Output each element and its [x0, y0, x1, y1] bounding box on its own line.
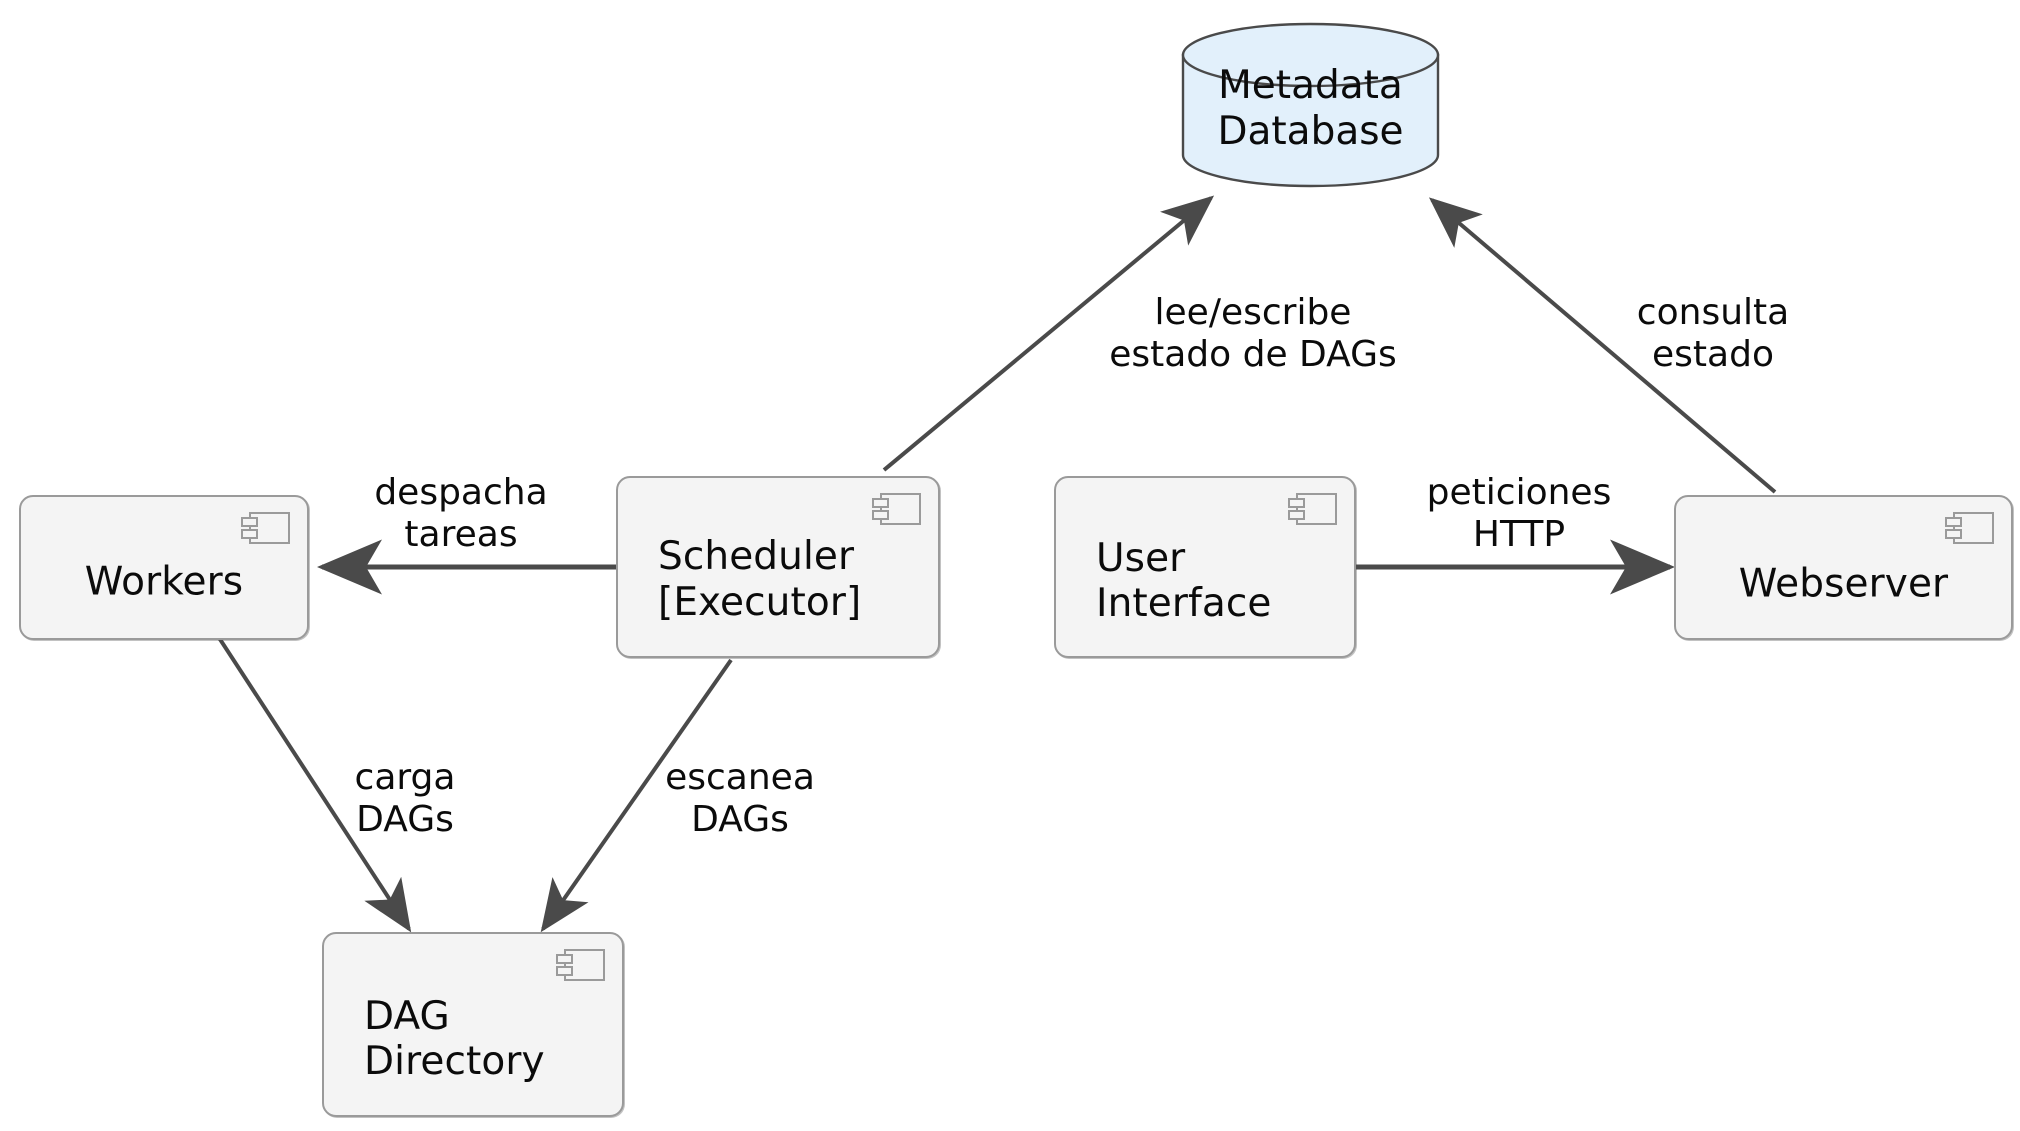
- edge-scheduler-to-database: [882, 195, 1215, 472]
- node-user-interface[interactable]: User Interface: [1054, 476, 1356, 658]
- edge-label-scheduler-to-database: lee/escribe estado de DAGs: [1109, 292, 1397, 376]
- edge-label-webserver-to-database: consulta estado: [1636, 292, 1790, 376]
- edge-scheduler-to-dag-directory: [540, 658, 733, 933]
- edge-label-scheduler-to-dag-directory: escanea DAGs: [665, 757, 815, 841]
- node-label-workers: Workers: [84, 558, 244, 604]
- database-cylinder-icon: [1181, 22, 1440, 188]
- node-metadata-database[interactable]: Metadata Database: [1181, 22, 1440, 188]
- node-workers[interactable]: Workers: [19, 495, 309, 640]
- node-dag-directory[interactable]: DAG Directory: [322, 932, 624, 1117]
- uml-component-icon: [1288, 493, 1337, 525]
- edge-label-scheduler-to-workers: despacha tareas: [374, 472, 548, 556]
- uml-component-icon: [1945, 512, 1994, 544]
- node-webserver[interactable]: Webserver: [1674, 495, 2013, 640]
- edge-webserver-to-database: [1428, 197, 1777, 494]
- uml-component-icon: [241, 512, 290, 544]
- edge-label-ui-to-webserver: peticiones HTTP: [1426, 472, 1612, 556]
- node-label-user-interface: User Interface: [1096, 536, 1272, 627]
- uml-component-icon: [556, 949, 605, 981]
- node-scheduler[interactable]: Scheduler [Executor]: [616, 476, 940, 658]
- uml-component-icon: [872, 493, 921, 525]
- edge-workers-to-dag-directory: [210, 625, 412, 933]
- node-label-dag-directory: DAG Directory: [364, 993, 545, 1084]
- node-label-scheduler: Scheduler [Executor]: [658, 534, 862, 625]
- node-label-webserver: Webserver: [1738, 561, 1949, 607]
- edge-label-workers-to-dag-directory: carga DAGs: [354, 757, 456, 841]
